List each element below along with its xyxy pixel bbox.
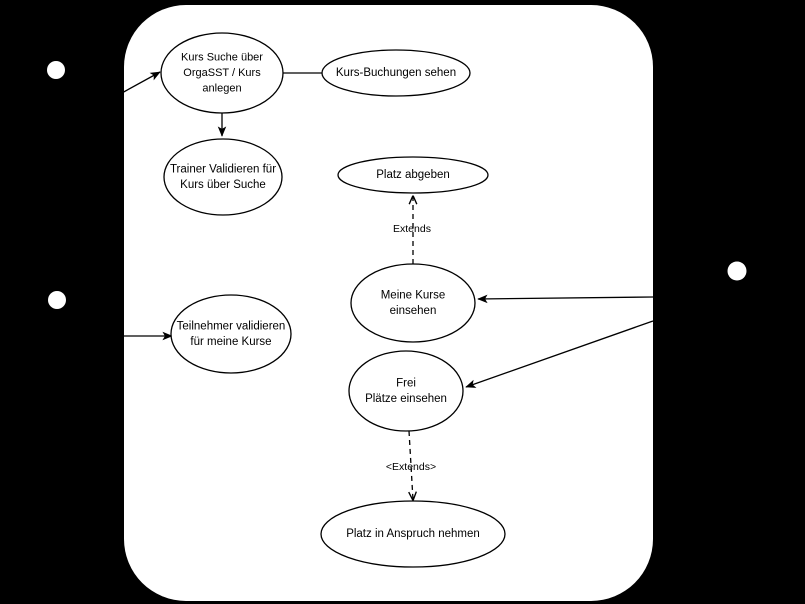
actor-right-dot[interactable] (727, 261, 747, 281)
conn-actor-to-kurs-suche (119, 71, 161, 95)
actors-layer (47, 61, 747, 309)
uc-teilnehmer-validieren-ellipse[interactable] (170, 294, 292, 374)
conn-meine-kurse-to-platz-abgeben: Extends (393, 196, 431, 264)
actor-right[interactable] (727, 261, 747, 281)
uc-meine-kurse-ellipse[interactable] (350, 263, 476, 343)
uc-platz-in-anspruch-ellipse[interactable] (320, 500, 506, 568)
uc-platz-abgeben-ellipse[interactable] (337, 156, 489, 194)
uc-kurs-buchungen[interactable]: Kurs-Buchungen sehen (321, 49, 471, 97)
uc-frei-plaetze-ellipse[interactable] (348, 350, 464, 432)
actor-top-left[interactable] (47, 61, 65, 79)
uc-platz-in-anspruch[interactable]: Platz in Anspruch nehmen (320, 500, 506, 568)
conn-actor-right-to-frei-plaetze-line (465, 320, 654, 388)
connections-layer: Extends <Extends> (119, 71, 654, 500)
actor-middle-left[interactable] (48, 291, 66, 309)
conn-actor-right-to-meine-kurse (477, 294, 654, 304)
uc-platz-abgeben[interactable]: Platz abgeben (337, 156, 489, 194)
uc-trainer-validieren-ellipse[interactable] (163, 138, 283, 216)
actor-top-left-dot[interactable] (47, 61, 65, 79)
uc-platz-abgeben-label: Platz abgeben (376, 169, 450, 181)
conn-actor-right-to-frei-plaetze (465, 320, 654, 388)
actor-middle-left-dot[interactable] (48, 291, 66, 309)
conn-actor-to-kurs-suche-line (119, 71, 161, 95)
uc-platz-in-anspruch-label: Platz in Anspruch nehmen (346, 528, 480, 540)
uc-kurs-buchungen-label: Kurs-Buchungen sehen (336, 67, 456, 79)
conn-frei-plaetze-to-platz-in-anspruch-label: <Extends> (386, 461, 436, 473)
conn-frei-plaetze-to-platz-in-anspruch-line (409, 430, 413, 500)
conn-actor-right-to-meine-kurse-line (477, 294, 654, 304)
conn-meine-kurse-to-platz-abgeben-label: Extends (393, 223, 431, 235)
uc-kurs-suche-ellipse[interactable] (160, 32, 284, 114)
uc-kurs-buchungen-ellipse[interactable] (321, 49, 471, 97)
conn-frei-plaetze-to-platz-in-anspruch: <Extends> (386, 430, 436, 500)
